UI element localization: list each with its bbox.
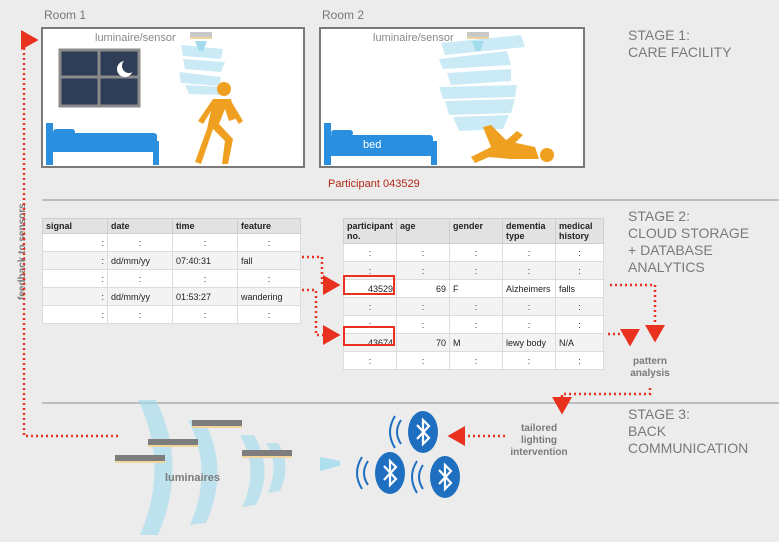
luminaire-fixture-icons (115, 420, 292, 463)
feedback-arrow (21, 30, 118, 438)
intervention-line2: lighting (520, 435, 558, 446)
analysis-to-intervention-arrow (552, 388, 652, 415)
table-cell: : (502, 261, 557, 280)
pattern-analysis-label: pattern analysis (620, 356, 680, 380)
participant-table: participant no. age gender dementia type… (342, 218, 604, 370)
table-cell: wandering (237, 287, 301, 306)
table-cell: : (172, 305, 238, 324)
column-header: dementia type (502, 218, 557, 244)
participant-table-header-row: participant no. age gender dementia type… (342, 218, 604, 244)
room2-bed-icon (324, 123, 437, 165)
room2-luminaire-icon (467, 32, 489, 38)
stage1-subtitle: CARE FACILITY (628, 44, 732, 60)
column-header: date (107, 218, 173, 234)
fallen-person-icon (471, 125, 554, 163)
room1-luminaire-icon (190, 32, 212, 38)
table-cell: : (342, 297, 398, 316)
lewy-to-analysis-arrow (608, 329, 640, 347)
table-row: :::: (42, 305, 301, 324)
table-cell: 70 (396, 333, 451, 352)
table-cell: : (342, 243, 398, 262)
table-cell: M (449, 333, 504, 352)
stage1-label: STAGE 1: CARE FACILITY (628, 27, 731, 61)
stage-divider-2 (42, 402, 779, 404)
tailored-lighting-label: tailored lighting intervention (508, 423, 570, 459)
wandering-link-arrow (302, 288, 341, 345)
table-cell: : (396, 297, 451, 316)
table-cell: : (237, 305, 301, 324)
bed-label: bed (363, 139, 382, 151)
stage2-line2: + DATABASE (628, 242, 713, 258)
stage3-line2: COMMUNICATION (628, 440, 749, 456)
room2-label: Room 2 (322, 8, 365, 22)
pattern-analysis-line2: analysis (630, 368, 670, 379)
pattern-analysis-line1: pattern (633, 356, 667, 367)
intervention-line1: tailored (520, 423, 558, 434)
room2-light-beam (439, 35, 525, 131)
table-row: :::: (42, 233, 301, 252)
table-cell: 01:53:27 (172, 287, 238, 306)
table-cell: : (42, 251, 108, 270)
stage3-line1: BACK (628, 423, 667, 439)
falls-to-analysis-arrow (610, 283, 665, 343)
sensor-table-header-row: signal date time feature (42, 218, 301, 234)
column-header: signal (42, 218, 108, 234)
room1-scene (46, 32, 243, 165)
room1: luminaire/sensor (41, 27, 305, 168)
luminaires-label: luminaires (165, 472, 221, 484)
room1-luminaire-label: luminaire/sensor (95, 32, 176, 44)
participant-43674-highlight (343, 326, 395, 346)
column-header: participant no. (342, 218, 398, 244)
stage2-label: STAGE 2: CLOUD STORAGE + DATABASE ANALYT… (628, 208, 749, 276)
room2-luminaire-label: luminaire/sensor (373, 32, 454, 44)
column-header: gender (449, 218, 504, 244)
stage2-line3: ANALYTICS (628, 259, 705, 275)
walking-person-icon (195, 82, 243, 164)
fall-link-arrow (302, 255, 341, 295)
stage2-title: STAGE 2: (628, 208, 690, 224)
table-cell: : (449, 261, 504, 280)
table-row: ::::: (342, 261, 604, 280)
room2: luminaire/sensor bed (319, 27, 585, 168)
stage-divider-1 (42, 199, 779, 201)
signal-wedge (320, 457, 340, 471)
stage3-label: STAGE 3: BACK COMMUNICATION (628, 406, 748, 457)
table-cell: : (502, 351, 557, 370)
table-cell: : (555, 261, 604, 280)
intervention-line3: intervention (510, 447, 568, 458)
room2-scene (324, 32, 554, 165)
stage1-title: STAGE 1: (628, 27, 690, 43)
luminaires-illustration (115, 400, 340, 535)
table-cell: dd/mm/yy (107, 251, 173, 270)
column-header: medical history (555, 218, 604, 244)
participant-caption: Participant 043529 (328, 178, 420, 190)
room1-light-beam (179, 45, 225, 95)
table-cell: : (555, 351, 604, 370)
stage3-title: STAGE 3: (628, 406, 690, 422)
table-cell: fall (237, 251, 301, 270)
stage2-line1: CLOUD STORAGE (628, 225, 750, 241)
room1-bed-icon (46, 123, 159, 165)
table-cell: lewy body (502, 333, 557, 352)
table-cell: dd/mm/yy (107, 287, 173, 306)
table-cell: : (342, 351, 398, 370)
table-cell: : (396, 261, 451, 280)
night-window-icon (58, 48, 141, 108)
room1-label: Room 1 (44, 8, 87, 22)
participant-43529-highlight (343, 275, 395, 295)
table-row: ::::: (342, 351, 604, 370)
column-header: age (396, 218, 451, 244)
